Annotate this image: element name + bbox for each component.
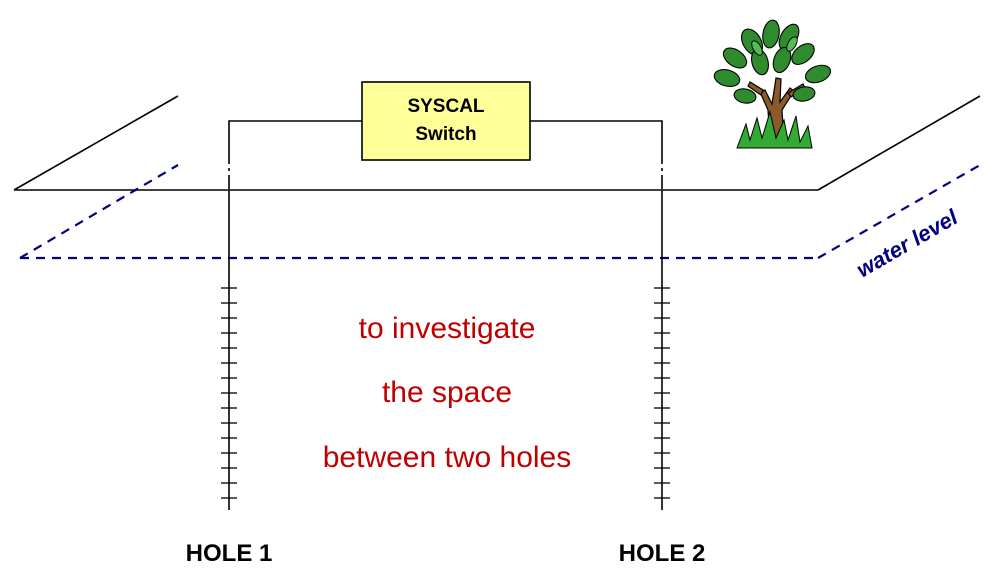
borehole-2 bbox=[654, 190, 670, 510]
borehole-1 bbox=[221, 190, 237, 510]
syscal-switch: SYSCAL Switch bbox=[361, 81, 531, 161]
description-line-1: to investigate bbox=[359, 312, 536, 345]
syscal-switch-label-line1: SYSCAL bbox=[407, 96, 484, 117]
ground-surface bbox=[13, 95, 981, 191]
tree-icon bbox=[713, 19, 832, 149]
syscal-switch-box bbox=[361, 81, 531, 161]
cable-left bbox=[228, 120, 362, 150]
water-left-edge bbox=[19, 164, 179, 259]
cable-right bbox=[530, 120, 663, 150]
description: to investigate the space between two hol… bbox=[323, 312, 572, 474]
hole-2-label: HOLE 2 bbox=[619, 540, 706, 567]
description-line-2: the space bbox=[382, 376, 512, 409]
description-line-3: between two holes bbox=[323, 441, 572, 474]
syscal-switch-label-line2: Switch bbox=[415, 124, 476, 145]
hole-1-label: HOLE 1 bbox=[186, 540, 273, 567]
cables bbox=[228, 120, 663, 190]
borehole-2-electrodes bbox=[654, 287, 670, 499]
ground-right-edge bbox=[817, 95, 981, 191]
water-level-label: water level bbox=[852, 204, 963, 282]
water-level-plane bbox=[19, 164, 981, 260]
ground-left-edge bbox=[13, 95, 179, 191]
borehole-1-electrodes bbox=[221, 287, 237, 499]
